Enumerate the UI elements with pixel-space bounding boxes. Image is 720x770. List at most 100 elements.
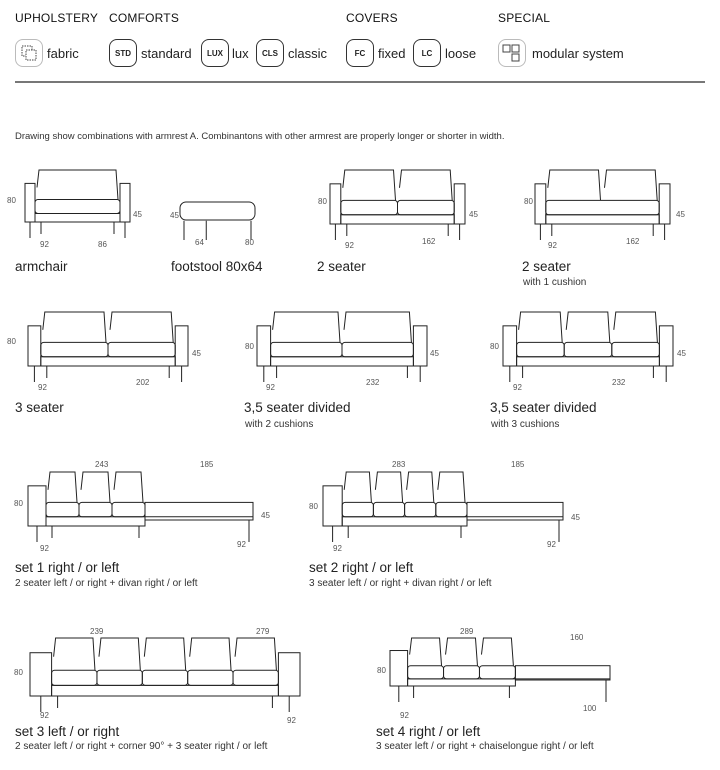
back-cushion xyxy=(189,637,232,671)
dim-label: 185 xyxy=(511,460,525,469)
seat-cushion xyxy=(45,501,80,518)
back-cushion xyxy=(53,637,96,671)
armrest xyxy=(174,325,189,367)
armrest xyxy=(119,182,131,223)
sofa-base xyxy=(51,684,279,697)
back-cushion xyxy=(342,169,396,201)
back-cushion xyxy=(613,311,658,343)
armrest xyxy=(658,325,674,367)
item-subtitle: with 2 cushions xyxy=(245,419,314,430)
back-cushion xyxy=(445,637,478,666)
three-half-seater-two-cushions-drawing xyxy=(256,311,428,382)
back-cushion xyxy=(374,471,404,503)
dim-label: 80 xyxy=(318,197,327,206)
cls-icon: CLS xyxy=(256,39,284,67)
lc-icon: LC xyxy=(413,39,441,67)
dim-label: 80 xyxy=(14,668,23,677)
back-cushion xyxy=(272,311,341,343)
item-name: set 1 right / or left xyxy=(15,560,120,575)
back-cushion xyxy=(36,169,119,200)
option-loose: loose xyxy=(445,46,477,61)
item-subtitle: 3 seater left / or right + divan right /… xyxy=(309,578,492,589)
dim-label: 92 xyxy=(266,383,275,392)
armrest xyxy=(27,325,42,367)
sofa-base xyxy=(270,356,414,367)
back-cushion xyxy=(113,471,144,503)
seat-cushion xyxy=(563,341,613,358)
footstool-drawing xyxy=(179,201,256,240)
lux-icon: LUX xyxy=(201,39,229,67)
armrest xyxy=(453,183,466,225)
item-name: footstool 80x64 xyxy=(171,259,263,274)
sofa-base xyxy=(516,356,660,367)
three-seater-drawing xyxy=(27,311,189,382)
dim-label: 45 xyxy=(430,349,439,358)
seat-cushion xyxy=(407,665,445,680)
back-cushion xyxy=(343,471,372,503)
dim-label: 80 xyxy=(245,238,254,247)
option-classic: classic xyxy=(288,46,328,61)
back-cushion xyxy=(604,169,658,201)
std-icon: STD xyxy=(109,39,137,67)
item-name: set 4 right / or left xyxy=(376,724,481,739)
three-half-seater-three-cushions-drawing xyxy=(502,311,674,382)
category-covers: COVERS xyxy=(346,11,398,25)
dim-label: 64 xyxy=(195,238,204,247)
dim-label: 80 xyxy=(490,342,499,351)
armrest xyxy=(389,650,409,687)
dim-label: 45 xyxy=(133,210,142,219)
item-subtitle: 2 seater left / or right + divan right /… xyxy=(15,578,198,589)
seat-cushion xyxy=(478,665,516,680)
back-cushion xyxy=(437,471,466,503)
seat-cushion xyxy=(78,501,113,518)
armchair-drawing xyxy=(24,169,131,238)
back-cushion xyxy=(547,169,601,201)
back-cushion xyxy=(518,311,563,343)
armrest xyxy=(412,325,428,367)
item-name: 3,5 seater divided xyxy=(490,400,597,415)
seat-cushion xyxy=(40,341,109,358)
set2-drawing xyxy=(322,471,564,542)
sofa-base xyxy=(545,214,660,225)
dim-label: 80 xyxy=(7,196,16,205)
dim-label: 45 xyxy=(261,511,270,520)
dim-label: 202 xyxy=(136,378,150,387)
back-cushion xyxy=(143,637,187,671)
dim-label: 45 xyxy=(192,349,201,358)
dim-label: 162 xyxy=(626,237,640,246)
sofa-base xyxy=(341,516,468,527)
back-cushion xyxy=(80,471,111,503)
back-cushion xyxy=(234,637,277,671)
seat-cushion xyxy=(435,501,468,518)
seat-cushion xyxy=(51,669,98,686)
armrest xyxy=(24,182,36,223)
item-name: armchair xyxy=(15,259,68,274)
category-upholstery: UPHOLSTERY xyxy=(15,11,99,25)
dim-label: 243 xyxy=(95,460,109,469)
dim-label: 283 xyxy=(392,460,406,469)
seat-cushion xyxy=(107,341,176,358)
back-cushion xyxy=(399,169,453,201)
fabric-icon xyxy=(15,39,43,67)
sofa-base xyxy=(407,678,516,687)
dim-label: 289 xyxy=(460,627,474,636)
divan xyxy=(144,501,254,521)
seat-cushion xyxy=(141,669,189,686)
armrest xyxy=(322,485,343,527)
seat-cushion xyxy=(111,501,146,518)
dim-label: 162 xyxy=(422,237,436,246)
option-fabric: fabric xyxy=(47,46,79,61)
dim-label: 92 xyxy=(40,711,49,720)
dim-label: 80 xyxy=(245,342,254,351)
seat-cushion xyxy=(270,341,343,358)
seat-cushion xyxy=(516,341,565,358)
dim-label: 92 xyxy=(333,544,342,553)
dim-label: 185 xyxy=(200,460,214,469)
back-cushion xyxy=(406,471,435,503)
dim-label: 92 xyxy=(38,383,47,392)
item-name: set 3 left / or right xyxy=(15,724,120,739)
back-cushion xyxy=(109,311,174,343)
armrest xyxy=(658,183,671,225)
item-name: 3 seater xyxy=(15,400,64,415)
seat-cushion xyxy=(404,501,437,518)
